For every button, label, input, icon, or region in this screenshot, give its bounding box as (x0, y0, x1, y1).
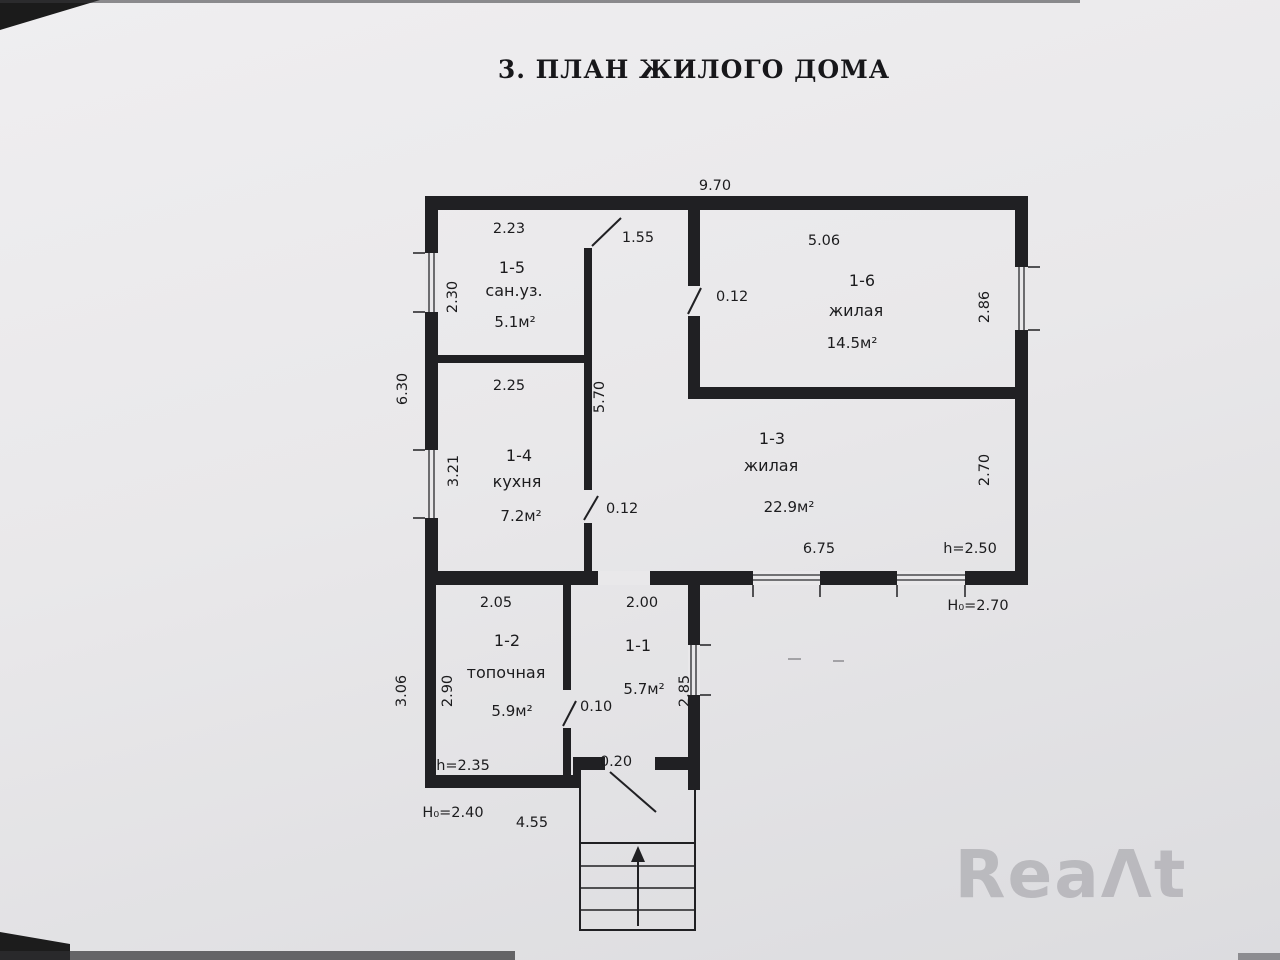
wall-right (1015, 196, 1028, 585)
entry-wall-left (573, 757, 605, 770)
room-14-area: 7.2м² (500, 507, 541, 525)
room-16-id: 1-6 (849, 271, 875, 290)
dim-hall-w: 1.55 (622, 230, 654, 246)
dim-annex-width: 4.55 (516, 815, 548, 831)
realt-watermark: ReaΛt (955, 836, 1188, 913)
dim-room13-ceiling: h=2.50 (943, 541, 997, 557)
dim-left-height: 6.30 (395, 373, 411, 405)
wall-hall-right-upper (688, 210, 700, 286)
entry-wall-right (655, 757, 700, 770)
room-11-id: 1-1 (625, 636, 651, 655)
room-12-id: 1-2 (494, 631, 520, 650)
dim-room15-w: 2.23 (493, 221, 525, 237)
door-swing-hall (591, 217, 622, 247)
annex-wall-step (573, 757, 581, 788)
dim-annex-ceiling: h=2.35 (436, 758, 490, 774)
room-13-area: 22.9м² (764, 498, 815, 516)
door-mark-room12 (562, 700, 577, 727)
room-15-name: сан.уз. (485, 281, 542, 300)
dim-room12-h: 2.90 (440, 675, 456, 707)
dim-door12: 0.10 (580, 699, 612, 715)
wall-hall-left-upper (584, 248, 592, 490)
wall-under-sanuzel (438, 355, 584, 363)
wall-hall-left-lower (584, 523, 592, 571)
dim-room13-w: 6.75 (803, 541, 835, 557)
door-mark-kitchen (583, 495, 599, 521)
dim-room11-w: 2.00 (626, 595, 658, 611)
room-14-id: 1-4 (506, 446, 532, 465)
room-15-area: 5.1м² (494, 313, 535, 331)
entrance-stairs (579, 788, 696, 931)
dim-annex-floor-height: H₀=2.40 (422, 805, 483, 821)
page-title: 3. ПЛАН ЖИЛОГО ДОМА (498, 55, 890, 84)
room-12-name: топочная (467, 663, 546, 682)
room-labels: 1-5 сан.уз. 5.1м² 1-6 жилая 14.5м² 1-4 к… (467, 258, 884, 720)
wall-under-room16 (688, 387, 1015, 399)
room-16-name: жилая (829, 301, 883, 320)
dim-room16-w: 5.06 (808, 233, 840, 249)
dim-kitchen-w: 2.25 (493, 378, 525, 394)
dim-main-floor-height: H₀=2.70 (947, 598, 1008, 614)
windows (413, 252, 1040, 696)
openings (425, 253, 1028, 695)
wall-top (425, 196, 1028, 210)
dim-room11-h: 2.85 (677, 675, 693, 707)
dim-hall-h: 5.70 (592, 381, 608, 413)
door-marks (562, 217, 702, 813)
room-11-area: 5.7м² (623, 680, 664, 698)
room-13-name: жилая (744, 456, 798, 475)
dim-overall-width: 9.70 (699, 178, 731, 194)
stairs-outline (579, 842, 696, 931)
annex-wall-bottom (425, 775, 581, 788)
annex-divider-lower (563, 728, 571, 775)
annex-divider-upper (563, 585, 571, 690)
dim-door14: 0.12 (606, 501, 638, 517)
dimension-labels: 9.70 2.23 1.55 5.06 2.30 0.12 2.86 6.30 … (394, 178, 1009, 831)
door-swing-entry (609, 771, 657, 813)
dim-room13-h: 2.70 (977, 454, 993, 486)
room-16-area: 14.5м² (827, 334, 878, 352)
room-15-id: 1-5 (499, 258, 525, 277)
room-14-name: кухня (493, 472, 542, 491)
wall-bottom (425, 571, 1028, 585)
dim-door16: 0.12 (716, 289, 748, 305)
room-13-id: 1-3 (759, 429, 785, 448)
dim-room16-h: 2.86 (977, 291, 993, 323)
dim-room12-w: 2.05 (480, 595, 512, 611)
room-12-area: 5.9м² (491, 702, 532, 720)
door-mark-room16 (687, 287, 702, 315)
dim-kitchen-h: 3.21 (446, 455, 462, 487)
wall-hall-right-lower (688, 316, 700, 399)
dim-room15-h: 2.30 (445, 281, 461, 313)
annex-wall-left (425, 585, 436, 788)
dim-entry-door: 0.20 (600, 754, 632, 770)
dim-annex-left-h: 3.06 (394, 675, 410, 707)
